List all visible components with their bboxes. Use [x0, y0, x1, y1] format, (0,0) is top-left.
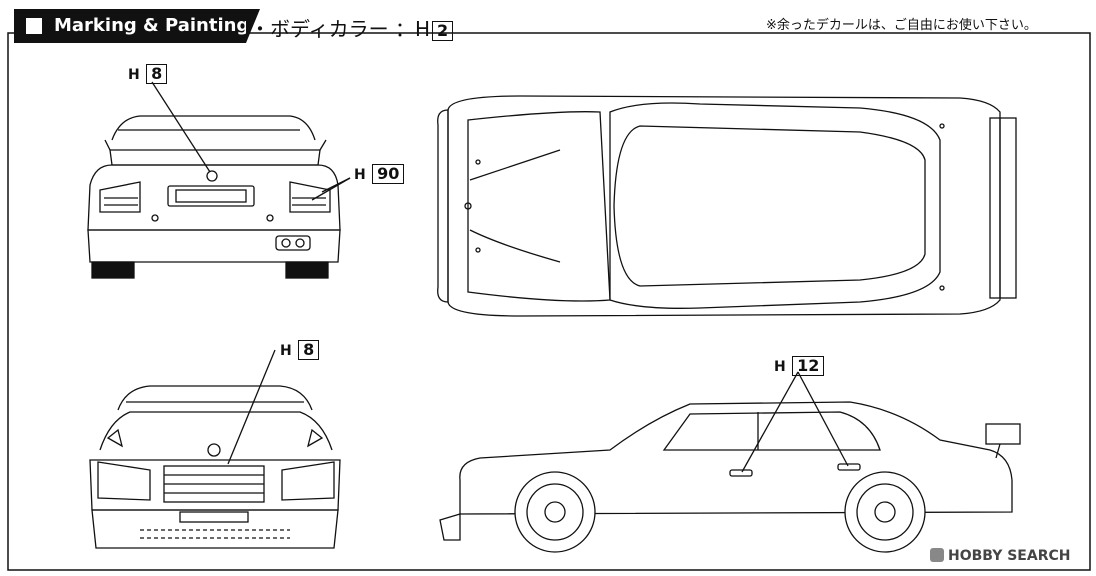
square-bullet-icon	[26, 18, 42, 34]
callout-rear-emblem: H 8	[128, 64, 168, 84]
callout-prefix: H	[354, 167, 366, 183]
callout-front-emblem: H 8	[280, 340, 320, 360]
side-view-drawing	[439, 371, 1021, 553]
top-view-drawing	[437, 95, 1017, 317]
callout-door-handles: H 12	[774, 356, 825, 376]
body-color-text: ・ボディカラー ：H	[250, 17, 430, 41]
callout-prefix: H	[280, 343, 292, 359]
callout-rear-lights: H 90	[354, 164, 405, 184]
callout-prefix: H	[128, 67, 140, 83]
callout-number: 8	[298, 340, 320, 360]
hobby-search-logo-icon	[930, 548, 944, 562]
watermark-text: HOBBY SEARCH	[948, 548, 1071, 564]
rear-view-drawing	[87, 81, 351, 279]
decal-note: ※余ったデカールは、ご自由にお使い下さい。	[766, 18, 1037, 33]
body-color-number: 2	[432, 21, 454, 41]
callout-number: 90	[372, 164, 405, 184]
section-header-tab: Marking & Painting	[14, 9, 260, 43]
front-view-drawing	[89, 349, 341, 549]
section-title: Marking & Painting	[54, 15, 250, 36]
callout-prefix: H	[774, 359, 786, 375]
callout-number: 12	[792, 356, 825, 376]
callout-number: 8	[146, 64, 168, 84]
watermark: HOBBY SEARCH	[930, 548, 1070, 564]
